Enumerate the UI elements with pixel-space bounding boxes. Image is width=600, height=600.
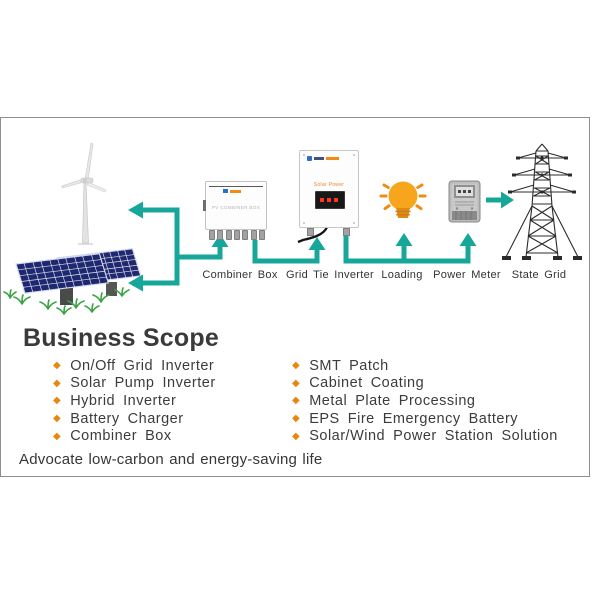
label-power-meter: Power Meter (433, 269, 501, 281)
wind-turbine-icon (61, 142, 107, 245)
inverter-text: Solar Power (313, 182, 345, 188)
brand-logo-icon (314, 157, 324, 160)
diamond-bullet-icon: ◆ (292, 430, 301, 442)
list-item-label: Hybrid Inverter (70, 392, 177, 409)
solar-panels-icon (3, 248, 142, 315)
diamond-bullet-icon: ◆ (53, 360, 62, 372)
diamond-bullet-icon: ◆ (53, 395, 62, 407)
arrowhead-to-solar-panels (128, 274, 143, 292)
list-item-label: Solar/Wind Power Station Solution (309, 428, 558, 445)
diamond-bullet-icon: ◆ (292, 395, 301, 407)
list-item: ◆ Battery Charger (53, 410, 216, 428)
list-item: ◆ Metal Plate Processing (292, 392, 558, 410)
inverter-connectors (299, 228, 359, 236)
arrowhead-to-combiner-box (211, 234, 229, 247)
list-item: ◆ Cabinet Coating (292, 375, 558, 393)
inverter-display (315, 191, 345, 209)
diamond-bullet-icon: ◆ (292, 413, 301, 425)
label-state-grid: State Grid (511, 269, 567, 281)
arrowhead-to-power-meter (459, 233, 477, 246)
list-item: ◆ Combiner Box (53, 427, 216, 445)
content-frame (0, 117, 590, 477)
list-item-label: SMT Patch (309, 357, 389, 374)
business-scope-left-list: ◆ On/Off Grid Inverter ◆ Solar Pump Inve… (53, 357, 216, 445)
list-item: ◆ Solar/Wind Power Station Solution (292, 427, 558, 445)
list-item-label: Battery Charger (70, 410, 184, 427)
list-item-label: Combiner Box (70, 428, 172, 445)
arrowhead-to-inverter (308, 237, 326, 250)
list-item: ◆ SMT Patch (292, 357, 558, 375)
label-grid-tie-inverter: Grid Tie Inverter (286, 269, 374, 281)
combiner-box-device: PV COMBINER BOX (203, 181, 267, 230)
brand-logo-icon (326, 157, 339, 160)
diamond-bullet-icon: ◆ (53, 430, 62, 442)
list-item-label: On/Off Grid Inverter (70, 357, 215, 374)
list-item-label: Solar Pump Inverter (70, 375, 216, 392)
combiner-vent (203, 200, 206, 211)
list-item: ◆ On/Off Grid Inverter (53, 357, 216, 375)
panel-stand (60, 288, 73, 305)
combiner-box-text: PV COMBINER BOX (211, 205, 261, 210)
list-item: ◆ EPS Fire Emergency Battery (292, 410, 558, 428)
diamond-bullet-icon: ◆ (292, 377, 301, 389)
list-item-label: EPS Fire Emergency Battery (309, 410, 519, 427)
list-item-label: Metal Plate Processing (309, 392, 476, 409)
arrow-combiner-to-inverter (252, 240, 320, 264)
business-scope-right-list: ◆ SMT Patch ◆ Cabinet Coating ◆ Metal Pl… (292, 357, 558, 445)
arrowhead-to-wind-turbine (128, 201, 143, 219)
transmission-tower-icon (502, 143, 582, 260)
grass-icon (3, 287, 130, 315)
tagline: Advocate low-carbon and energy-saving li… (19, 451, 323, 468)
business-scope-title: Business Scope (23, 324, 219, 352)
brand-logo-icon (307, 156, 312, 161)
power-meter-device (448, 180, 481, 223)
arrow-junction-to-sources (142, 207, 223, 286)
label-combiner-box: Combiner Box (202, 269, 278, 281)
list-item: ◆ Hybrid Inverter (53, 392, 216, 410)
brand-logo-icon (223, 189, 228, 193)
inverter-cable (297, 226, 329, 244)
bulb-icon (379, 181, 427, 218)
arrowhead-to-state-grid (501, 191, 514, 209)
arrowhead-to-loading (395, 233, 413, 246)
grid-tie-inverter-device: Solar Power (299, 150, 359, 228)
panel-stand (106, 282, 117, 296)
combiner-top-line (209, 186, 263, 187)
label-loading: Loading (381, 269, 423, 281)
arrow-inverter-bus (343, 231, 471, 264)
diamond-bullet-icon: ◆ (53, 413, 62, 425)
combiner-box-connectors (209, 230, 265, 240)
brand-logo-icon (230, 190, 241, 193)
inverter-display-digits (320, 198, 339, 202)
diamond-bullet-icon: ◆ (53, 377, 62, 389)
list-item-label: Cabinet Coating (309, 375, 425, 392)
diamond-bullet-icon: ◆ (292, 360, 301, 372)
bulb-rays (379, 183, 427, 211)
list-item: ◆ Solar Pump Inverter (53, 375, 216, 393)
